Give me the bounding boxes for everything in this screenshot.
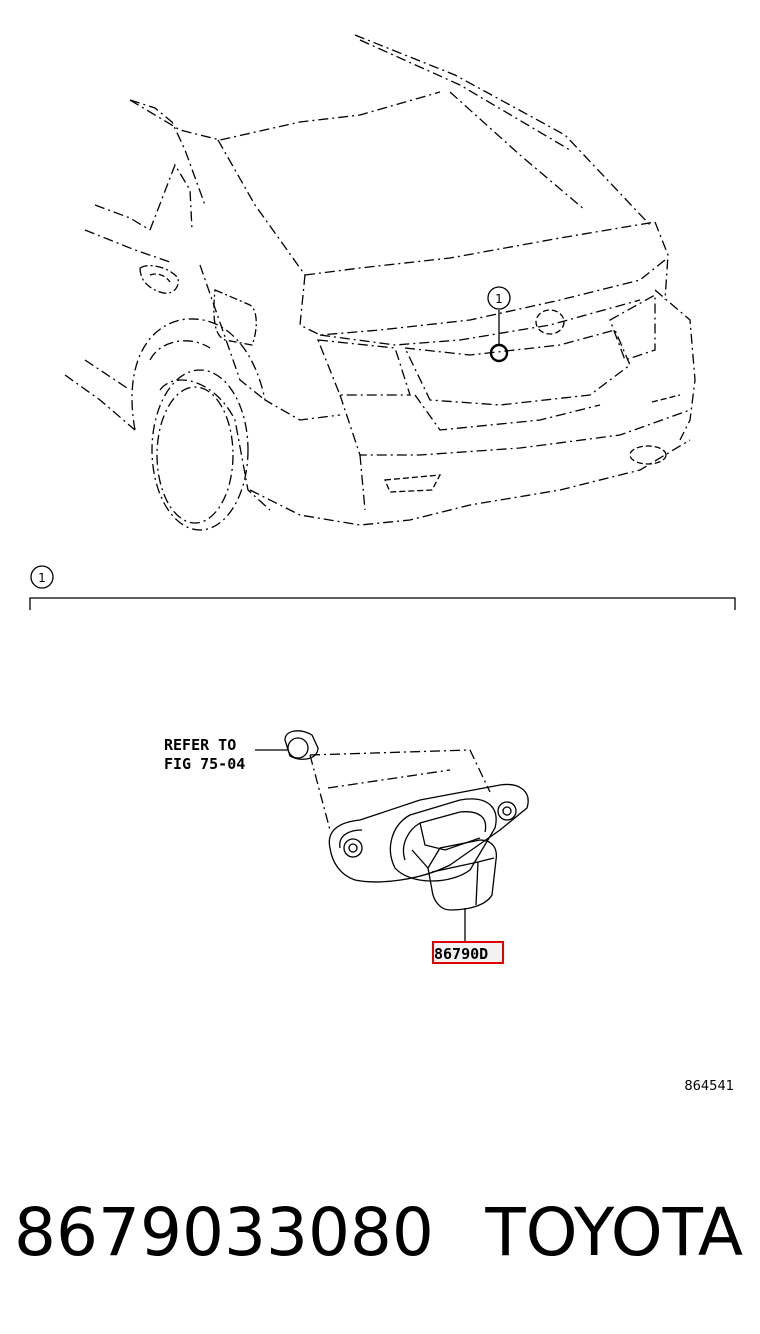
callout-top-circle — [487, 286, 511, 310]
part-code-highlight — [432, 941, 504, 964]
refer-label-line1: REFER TO — [164, 736, 236, 754]
refer-label-line2: FIG 75-04 — [164, 755, 245, 773]
section-bracket — [29, 597, 736, 610]
callout-section-number: 1 — [38, 571, 46, 585]
part-number: 8679033080 — [14, 1194, 434, 1271]
part-code-label: 86790D — [434, 945, 488, 963]
car-outline — [64, 34, 696, 531]
camera-assembly — [284, 730, 529, 942]
brand-name: TOYOTA — [484, 1194, 743, 1271]
callout-top-number: 1 — [495, 292, 503, 306]
figure-id: 864541 — [684, 1079, 734, 1094]
callout-section-circle — [30, 565, 54, 589]
